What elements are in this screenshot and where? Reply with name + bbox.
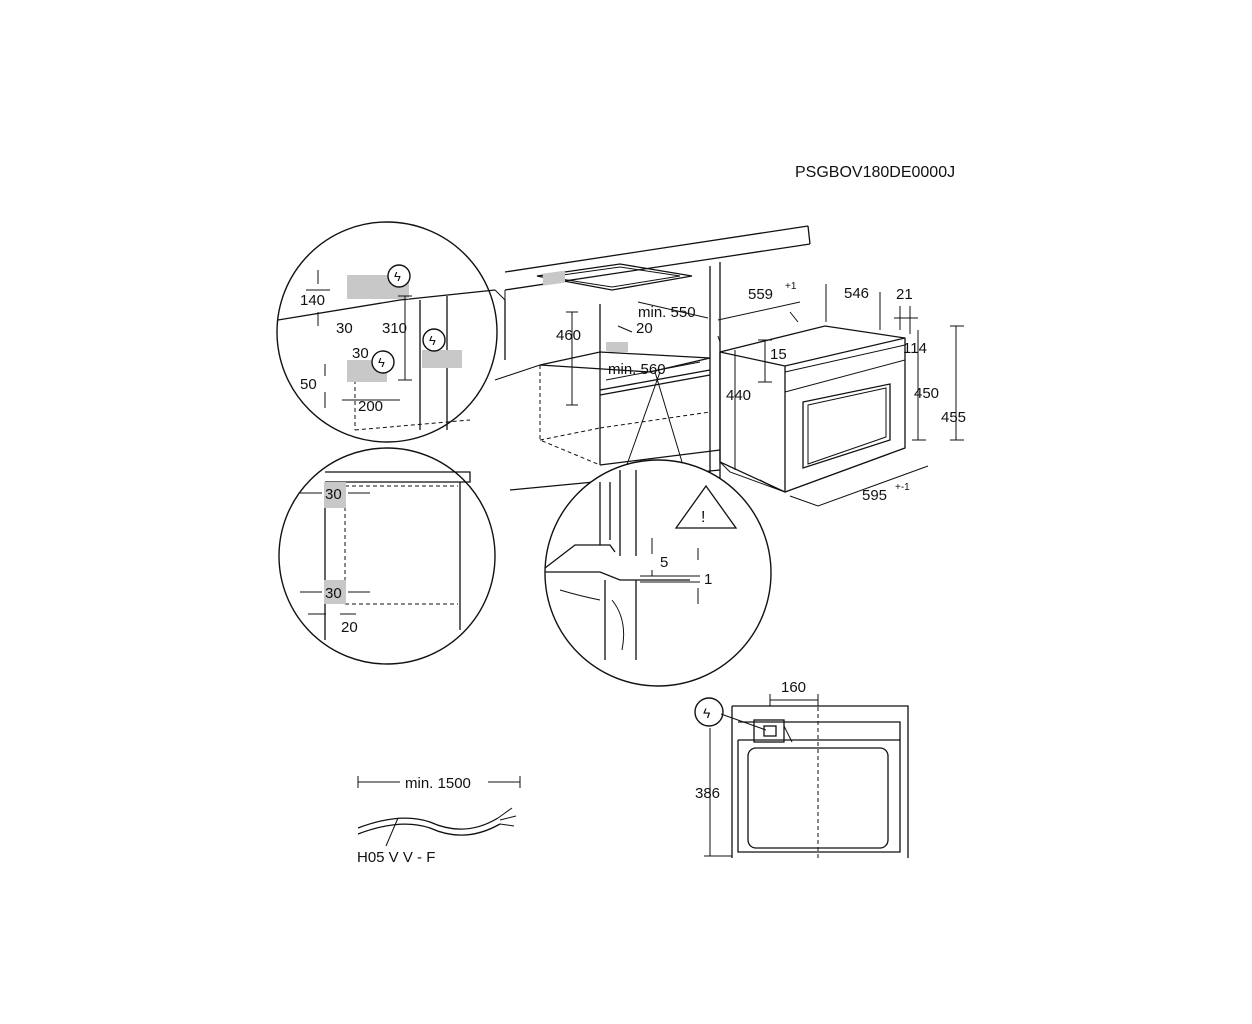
dim-386: 386 xyxy=(695,785,720,802)
svg-text:ϟ: ϟ xyxy=(703,705,711,721)
electric-connection-icon xyxy=(371,350,395,374)
dim-160: 160 xyxy=(781,679,806,696)
dim-50: 50 xyxy=(300,376,317,393)
dim-21: 21 xyxy=(896,286,913,303)
electric-connection-icon xyxy=(387,264,411,288)
warning-triangle-icon xyxy=(674,484,738,529)
dim-440: 440 xyxy=(726,387,751,404)
dim-140: 140 xyxy=(300,292,325,309)
connection-zone-side xyxy=(422,350,462,368)
dim-min-560: min. 560 xyxy=(608,361,666,378)
oven-front-view: ϟ 160 386 xyxy=(694,679,909,858)
dim-310: 310 xyxy=(382,320,407,337)
dim-200: 200 xyxy=(358,398,383,415)
dim-5: 5 xyxy=(660,554,668,571)
dim-min-550: min. 550 xyxy=(638,304,696,321)
svg-text:ϟ: ϟ xyxy=(378,355,385,370)
electric-connection-icon xyxy=(694,697,724,727)
cable-type-label: H05 V V - F xyxy=(357,849,435,866)
detail-circle-side-clearance: 30 30 20 xyxy=(278,447,496,665)
dim-450: 450 xyxy=(914,385,939,402)
dim-30-top: 30 xyxy=(325,486,342,503)
kitchen-cabinet-scene: 460 min. 550 20 min. 560 xyxy=(504,225,811,491)
dim-30-bottom: 30 xyxy=(325,585,342,602)
dim-20-shelf: 20 xyxy=(636,320,653,337)
dim-546: 546 xyxy=(844,285,869,302)
detail-circle-cabinet-edge: ! 5 1 xyxy=(544,459,772,687)
dim-15: 15 xyxy=(770,346,787,363)
dim-595-tolerance: +-1 xyxy=(895,482,910,493)
electric-connection-icon xyxy=(422,328,446,352)
dim-30-mid: 30 xyxy=(352,345,369,362)
svg-text:ϟ: ϟ xyxy=(429,333,436,348)
power-cable: min. 1500 H05 V V - F xyxy=(357,775,521,866)
dim-114: 114 xyxy=(903,340,927,357)
svg-text:ϟ: ϟ xyxy=(394,269,401,284)
dim-595: 595 xyxy=(862,487,887,504)
dim-30-upper: 30 xyxy=(336,320,353,337)
dim-460: 460 xyxy=(556,327,581,344)
oven-perspective: 559 +1 546 21 15 440 114 450 455 595 +-1 xyxy=(717,281,966,507)
connection-box-right xyxy=(606,342,628,352)
clearance-zone-top xyxy=(324,482,346,508)
dim-559-tolerance: +1 xyxy=(785,281,797,292)
dim-20-side: 20 xyxy=(341,619,358,636)
dim-559: 559 xyxy=(748,286,773,303)
dim-min-1500: min. 1500 xyxy=(405,775,471,792)
dim-455: 455 xyxy=(941,409,966,426)
connection-box-left xyxy=(543,270,565,286)
clearance-zone-bottom xyxy=(324,580,346,604)
detail-circle-connection-zone: ϟ ϟ ϟ 140 30 310 30 50 200 xyxy=(276,221,541,443)
dim-1: 1 xyxy=(704,571,712,588)
svg-text:!: ! xyxy=(701,509,705,526)
model-code: PSGBOV180DE0000J xyxy=(795,164,955,181)
